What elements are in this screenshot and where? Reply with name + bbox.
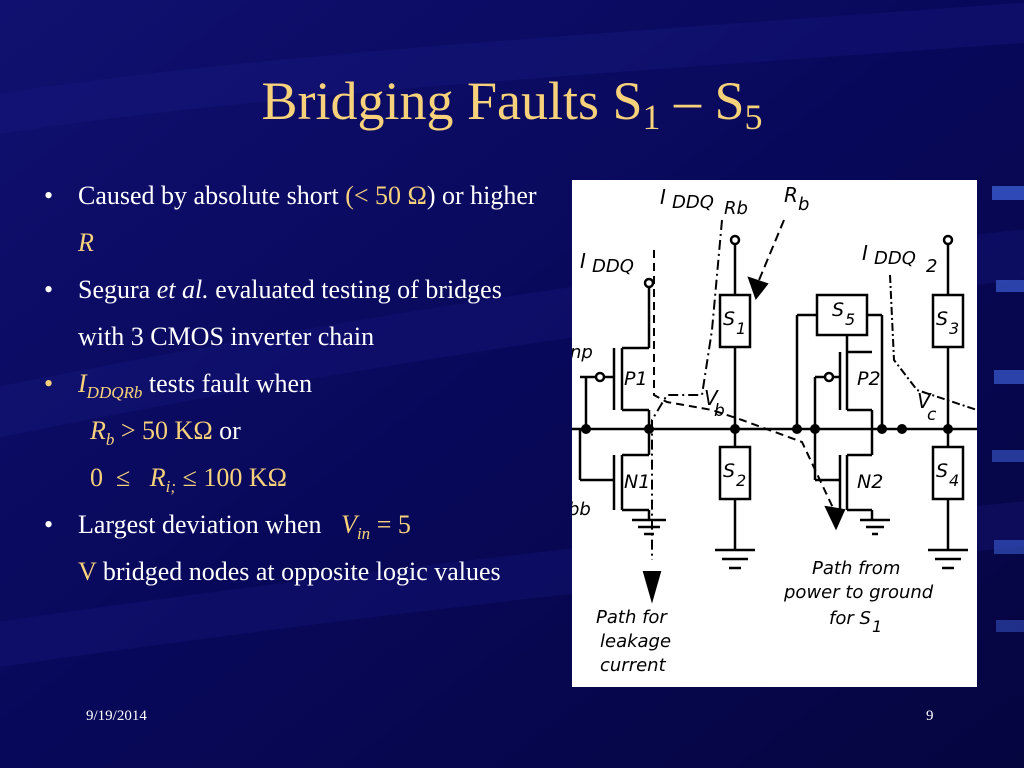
cond-rb-r: R bbox=[90, 416, 106, 445]
s4-sub: 4 bbox=[949, 471, 959, 490]
bullet-4-sub: in bbox=[356, 524, 371, 543]
page-number: 9 bbox=[926, 708, 934, 724]
bullet-1: • Caused by absolute short (< 50 Ω) or h… bbox=[44, 172, 544, 266]
s3-sub: 3 bbox=[949, 319, 959, 338]
bullet-1-text: Caused by absolute short bbox=[78, 181, 346, 210]
bullet-3: • IDDQRb tests fault when bbox=[44, 360, 544, 407]
circuit-diagram: I DDQ I DDQ Rb R b I DDQ 2 S 1 S 5 S 3 S… bbox=[572, 180, 977, 687]
p2-label: P2 bbox=[857, 368, 881, 390]
bullet-4-rest: bridged nodes at opposite logic values bbox=[96, 557, 501, 586]
title-sub-1: 1 bbox=[642, 97, 661, 137]
vb-label: V bbox=[704, 386, 719, 410]
cond-rb-value: > 50 KΩ bbox=[114, 416, 220, 445]
title-main: Bridging Faults S bbox=[261, 71, 643, 131]
leak-line-3: current bbox=[600, 655, 667, 676]
bullet-4-v: V bbox=[341, 510, 357, 539]
condition-rb: Rb > 50 KΩ or bbox=[44, 407, 544, 454]
bullet-1-threshold: (< 50 Ω bbox=[345, 181, 427, 210]
iddq-sub: DDQ bbox=[592, 256, 634, 277]
bullet-3-rest: tests fault when bbox=[142, 369, 313, 398]
power-line-1: Path from bbox=[812, 558, 900, 579]
iddqrb-sub: DDQ bbox=[672, 192, 714, 213]
n1-label: N1 bbox=[624, 471, 650, 493]
cond-range-sub: i; bbox=[165, 477, 177, 496]
cond-range-r: R bbox=[149, 463, 166, 492]
cond-rb-or: or bbox=[219, 416, 241, 445]
cond-rb-sub: b bbox=[105, 430, 115, 449]
slide-title: Bridging Faults S1 – S5 bbox=[0, 71, 1024, 135]
iddq2-sub: DDQ bbox=[874, 248, 916, 269]
cond-range-value: ≤ 100 KΩ bbox=[176, 463, 287, 492]
s2-sub: 2 bbox=[736, 471, 746, 490]
bullet-dot: • bbox=[44, 369, 54, 398]
leak-line-1: Path for bbox=[596, 607, 668, 628]
bullet-4-v2: V bbox=[78, 557, 97, 586]
vc-label: V bbox=[917, 389, 932, 413]
bullet-dot: • bbox=[44, 275, 54, 304]
bullet-list: • Caused by absolute short (< 50 Ω) or h… bbox=[44, 172, 544, 595]
condition-range: 0 ≤ Ri; ≤ 100 KΩ bbox=[44, 454, 544, 501]
bullet-2-rest: evaluated testing of bridges with 3 CMOS… bbox=[78, 275, 502, 351]
vc-sub: c bbox=[927, 405, 937, 425]
power-line-3: for S bbox=[829, 608, 871, 629]
iddq2-sub2: 2 bbox=[926, 256, 937, 277]
rb-sub: b bbox=[798, 194, 809, 215]
power-line-2: power to ground bbox=[783, 582, 934, 603]
bullet-dot: • bbox=[44, 181, 54, 210]
bullet-2: • Segura et al. evaluated testing of bri… bbox=[44, 266, 544, 360]
p1-label: P1 bbox=[624, 368, 648, 390]
iddq-label: I bbox=[580, 249, 586, 273]
bullet-1-rest: ) or higher bbox=[426, 181, 537, 210]
leak-line-2: leakage bbox=[600, 631, 671, 652]
rb-label: R bbox=[784, 183, 798, 207]
s1-sub: 1 bbox=[736, 319, 746, 338]
iddqrb-label: I bbox=[660, 185, 666, 209]
s4-label: S bbox=[936, 460, 948, 482]
bullet-1-r: R bbox=[78, 228, 94, 257]
s5-sub: 5 bbox=[845, 310, 855, 329]
bullet-3-i: I bbox=[78, 369, 87, 398]
input-label: np bbox=[572, 342, 593, 363]
power-line-3-sub: 1 bbox=[872, 617, 882, 636]
bullet-4-text: Largest deviation when bbox=[78, 510, 329, 539]
n2-label: N2 bbox=[857, 471, 883, 493]
bullet-4-eq: = 5 bbox=[370, 510, 411, 539]
s2-label: S bbox=[723, 460, 735, 482]
bullet-4: • Largest deviation when Vin = 5 V bridge… bbox=[44, 501, 544, 595]
bullet-3-sub: DDQRb bbox=[86, 383, 143, 402]
cond-range-zero: 0 bbox=[90, 463, 103, 492]
cond-range-le: ≤ bbox=[116, 463, 131, 492]
title-sub-5: 5 bbox=[744, 97, 763, 137]
bullet-2-text: Segura bbox=[78, 275, 157, 304]
vb-sub: b bbox=[714, 401, 725, 421]
bullet-2-etal: et al. bbox=[156, 275, 209, 304]
title-dash: – S bbox=[660, 71, 745, 131]
s1-label: S bbox=[723, 308, 735, 330]
s5-label: S bbox=[832, 299, 844, 321]
bullet-dot: • bbox=[44, 510, 54, 539]
iddq2-label: I bbox=[862, 241, 868, 265]
bb-label: bb bbox=[572, 499, 591, 520]
s3-label: S bbox=[936, 308, 948, 330]
footer-date: 9/19/2014 bbox=[86, 708, 147, 724]
iddqrb-sub2: Rb bbox=[724, 198, 748, 219]
